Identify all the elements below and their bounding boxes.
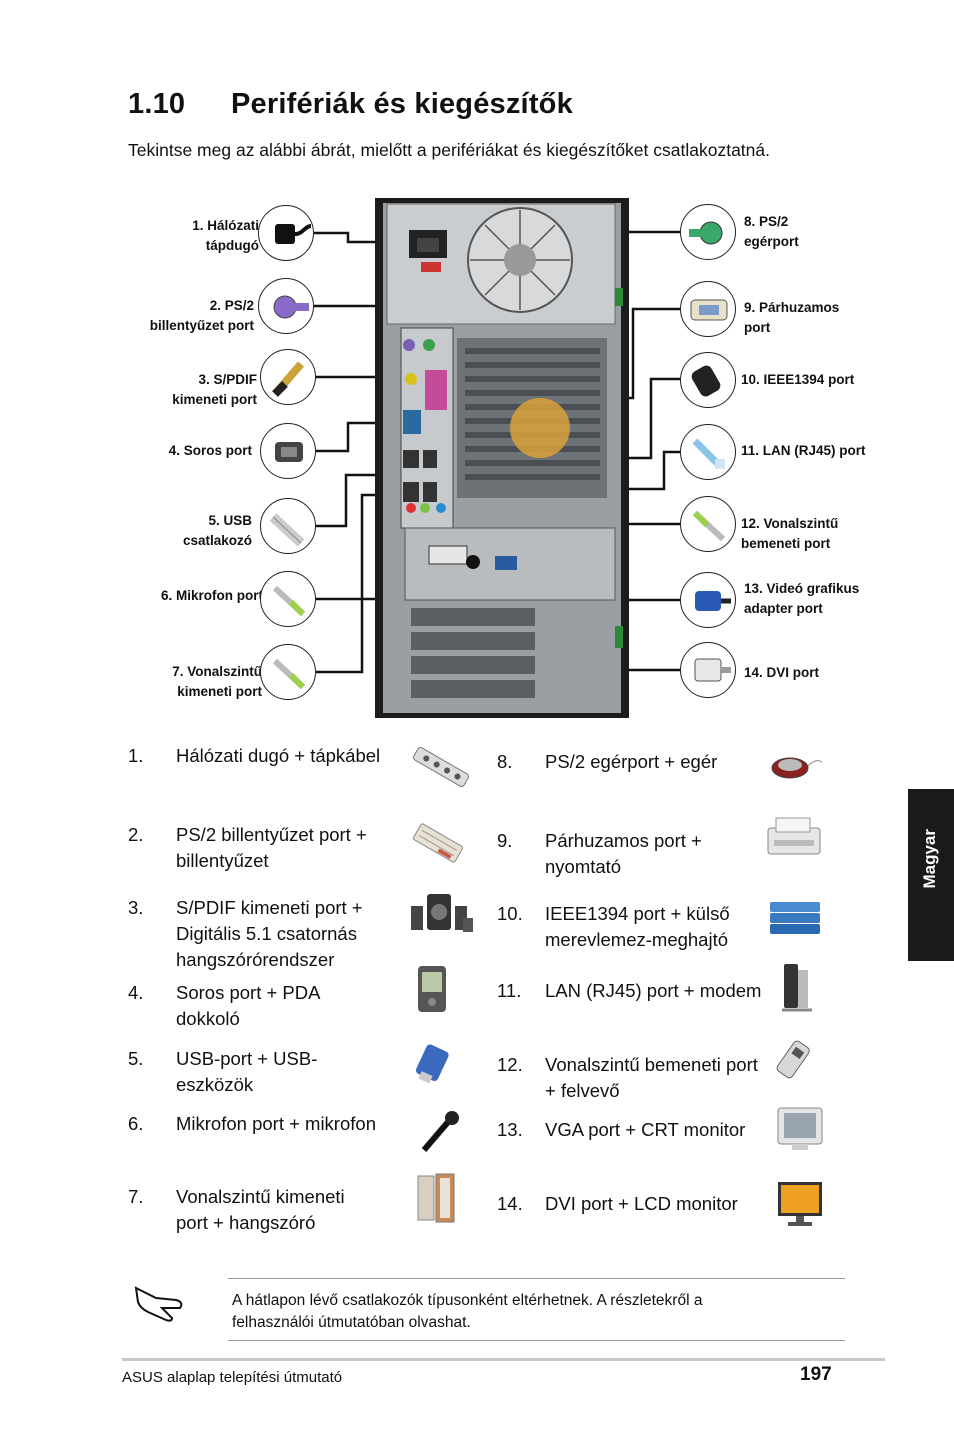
note-divider-top <box>228 1278 845 1279</box>
section-title: 1.10 Perifériák és kiegészítők <box>128 88 573 121</box>
callout-label-microphone: 6. Mikrofon port <box>161 588 263 603</box>
lcd-monitor-icon <box>778 1182 822 1226</box>
callout-label-lan: 11. LAN (RJ45) port <box>741 443 866 458</box>
recorder-icon <box>776 1040 810 1079</box>
usb-plug-icon <box>260 498 316 554</box>
parallel-plug-icon <box>680 281 736 337</box>
note-divider-bottom <box>228 1340 845 1341</box>
callout-label-ieee1394: 10. IEEE1394 port <box>741 372 855 387</box>
microphone-plug-icon <box>260 571 316 627</box>
keyboard-icon <box>412 823 464 863</box>
speaker-system-icon <box>411 894 473 932</box>
note-text: A hátlapon lévő csatlakozók típusonként … <box>232 1292 703 1331</box>
pda-icon <box>418 966 446 1012</box>
language-tab: Magyar <box>908 789 954 961</box>
ps2-mouse-plug-icon <box>680 204 736 260</box>
dvi-plug-icon <box>680 642 736 698</box>
external-hdd-icon <box>770 902 820 934</box>
spdif-plug-icon <box>260 349 316 405</box>
intro-text: Tekintse meg az alábbi ábrát, mielőtt a … <box>128 140 770 160</box>
line-out-plug-icon <box>260 644 316 700</box>
mouse-icon <box>771 757 823 779</box>
crt-monitor-icon <box>777 1107 823 1150</box>
section-heading: Perifériák és kiegészítők <box>231 88 573 120</box>
microphone-icon <box>421 1111 459 1152</box>
ps2-keyboard-plug-icon <box>258 278 314 334</box>
lan-plug-icon <box>680 424 736 480</box>
loudspeaker-icon <box>417 1173 455 1223</box>
vga-plug-icon <box>680 572 736 628</box>
power-strip-icon <box>412 747 470 787</box>
printer-icon <box>767 817 821 855</box>
pc-rear-panel-image <box>375 198 629 718</box>
page-number: 197 <box>800 1364 832 1385</box>
serial-plug-icon <box>260 423 316 479</box>
hand-pointer-icon <box>134 1286 183 1322</box>
ieee1394-plug-icon <box>680 352 736 408</box>
footer-rule <box>122 1358 885 1361</box>
callout-label-serial: 4. Soros port <box>168 443 252 458</box>
section-number: 1.10 <box>128 88 186 120</box>
usb-drive-icon <box>415 1044 449 1084</box>
power-plug-icon <box>258 205 314 261</box>
callout-label-dvi: 14. DVI port <box>744 665 820 680</box>
modem-icon <box>782 964 812 1012</box>
footer-text: ASUS alaplap telepítési útmutató <box>122 1369 343 1386</box>
line-in-plug-icon <box>680 496 736 552</box>
